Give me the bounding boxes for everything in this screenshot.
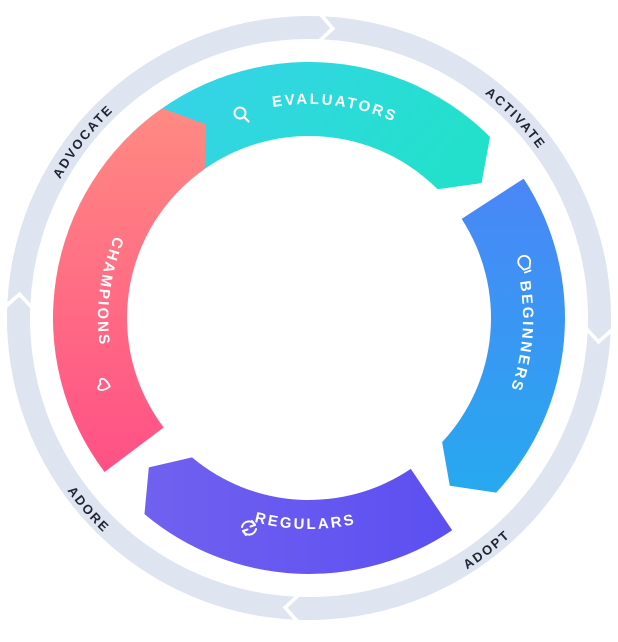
ring-segment-adopt (287, 332, 611, 621)
stage-label-regulars: REGULARS (253, 509, 357, 533)
ring-segment-adore (6, 296, 295, 620)
ring-segment-advocate (7, 15, 331, 304)
outer-ring (6, 15, 612, 621)
stage-arc-champions (53, 108, 207, 473)
heart-icon (97, 377, 111, 391)
refresh-icon (241, 520, 257, 536)
stage-arc-beginners (442, 178, 566, 493)
stage-arc-evaluators (121, 61, 491, 194)
ring-label-activate: ACTIVATE (483, 84, 549, 152)
lightbulb-icon (517, 254, 532, 274)
search-icon (233, 106, 250, 123)
stage-arc-regulars (144, 457, 453, 574)
ring-segment-activate (323, 16, 612, 340)
